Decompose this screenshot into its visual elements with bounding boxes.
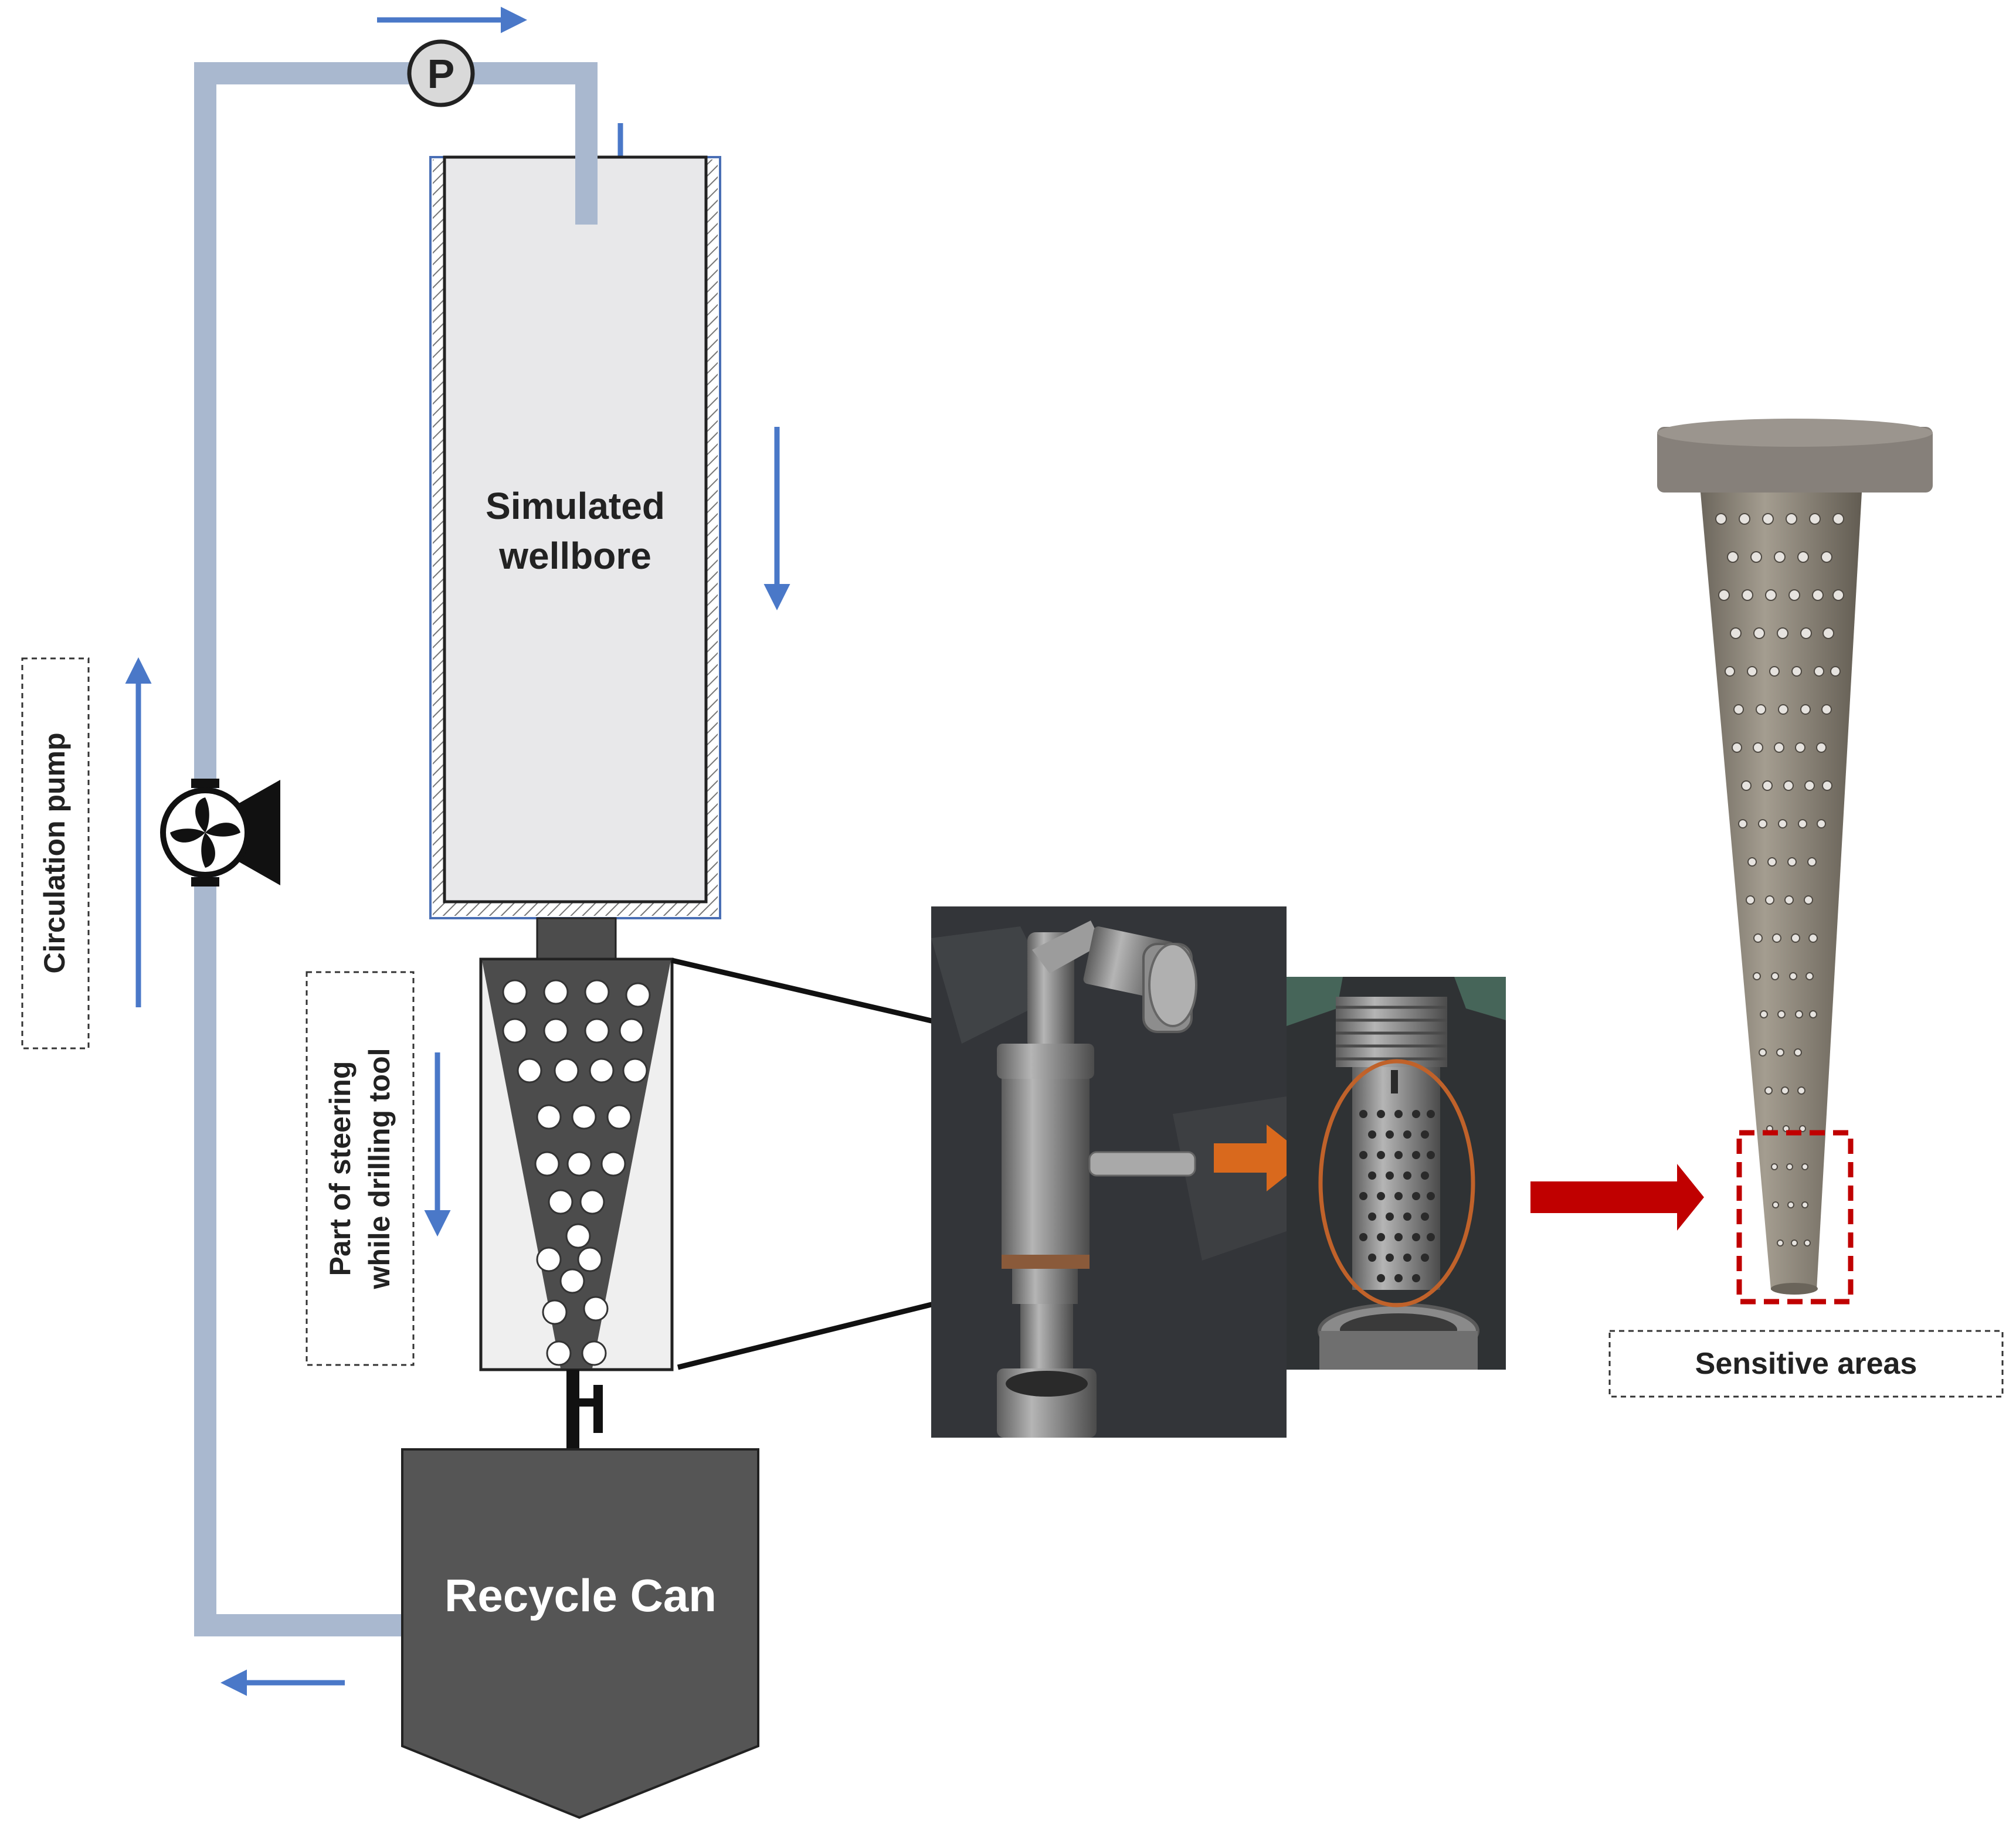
- simulated-wellbore: Simulated wellbore: [429, 147, 721, 919]
- steering-tool-schematic: [479, 957, 674, 1371]
- tool-assembly-photo: [931, 906, 1287, 1438]
- wellbore-label-line1: Simulated: [486, 485, 665, 527]
- circulation-pump-label: Circulation pump: [38, 732, 71, 973]
- orange-arrow-icon: [1214, 1125, 1309, 1191]
- valve-icon: [566, 1370, 603, 1451]
- circulation-pipe: [194, 62, 598, 1636]
- perforated-sleeve-photo: [1287, 977, 1506, 1370]
- flow-arrows: [125, 6, 790, 1696]
- pressure-gauge-label: P: [427, 51, 455, 97]
- cone-holes: [1715, 513, 1844, 1247]
- circulation-pump-label-box: Circulation pump: [21, 657, 90, 1050]
- steering-tool-label-line1: Part of steering: [324, 1061, 357, 1276]
- highlight-ellipse: [1318, 1059, 1475, 1307]
- recycle-can: Recycle Can: [401, 1448, 759, 1819]
- sensitive-areas-label: Sensitive areas: [1695, 1347, 1917, 1381]
- sleeve-holes: [1359, 1110, 1435, 1282]
- steering-tool-label-line2: while drilling tool: [363, 1048, 396, 1289]
- pump-icon: [160, 779, 280, 887]
- perforated-cone-photo: [1657, 419, 1933, 1305]
- pressure-gauge-icon: P: [407, 39, 475, 107]
- sensitive-area-box: [1736, 1130, 1854, 1305]
- sensitive-areas-label-box: Sensitive areas: [1608, 1330, 2004, 1398]
- red-arrow-icon: [1530, 1164, 1704, 1231]
- tool-holes: [502, 979, 651, 1366]
- steering-tool-label-box: Part of steering while drilling tool: [306, 971, 415, 1366]
- wellbore-tool-connector: [536, 917, 617, 960]
- recycle-can-label: Recycle Can: [444, 1570, 717, 1621]
- wellbore-label-line2: wellbore: [498, 535, 651, 577]
